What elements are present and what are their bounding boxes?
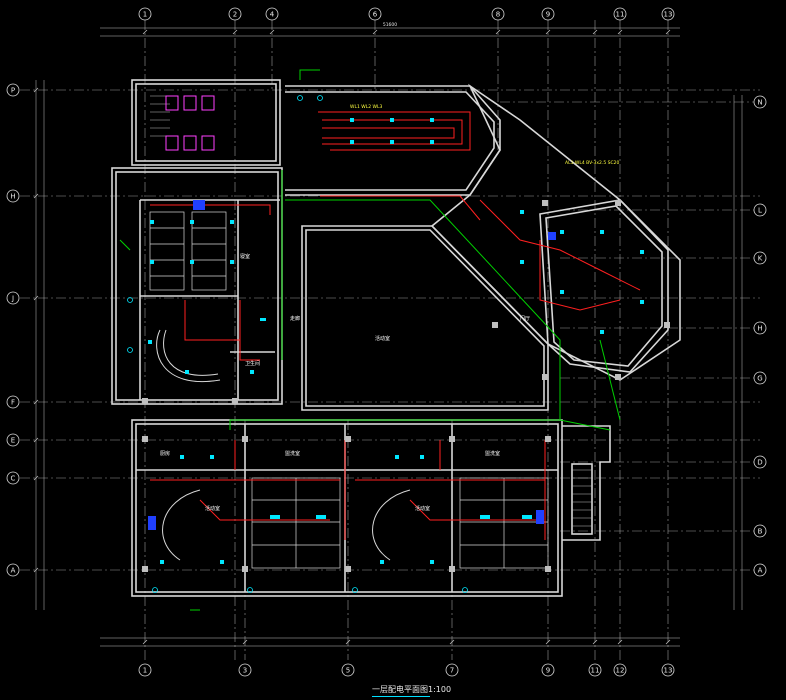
axis-label: 4 — [270, 11, 275, 19]
axis-labels-left: P H J F E C A — [10, 87, 15, 575]
room-label: 门厅 — [520, 315, 530, 322]
axis-label: F — [11, 399, 15, 407]
axis-label: 11 — [616, 11, 625, 19]
dimension-text: 51600 — [383, 22, 397, 28]
stair-treads — [150, 95, 592, 527]
axis-label: 7 — [450, 667, 454, 675]
room-label: 活动室 — [415, 505, 430, 512]
axis-label: G — [757, 375, 762, 383]
axis-label: B — [758, 528, 763, 536]
axis-label: P — [11, 87, 15, 95]
axis-bubbles-bottom — [138, 663, 675, 677]
axis-label: H — [10, 193, 15, 201]
room-labels: 活动室 寝室 卫生间 厨房 活动室 活动室 盥洗室 盥洗室 走廊 门厅 — [160, 253, 530, 512]
room-label: 卫生间 — [245, 360, 260, 367]
room-label: 寝室 — [240, 253, 250, 260]
axis-label: 13 — [664, 11, 673, 19]
axis-bubbles-top — [138, 7, 675, 21]
title-underline — [372, 696, 430, 697]
axis-label: K — [758, 255, 763, 263]
axis-labels-right: N L K H G D B A — [757, 99, 762, 575]
axis-label: D — [757, 459, 762, 467]
room-label: 活动室 — [375, 335, 390, 342]
axis-grid — [20, 20, 760, 660]
dimension-label: 51600 — [383, 22, 397, 28]
axis-label: 6 — [373, 11, 378, 19]
axis-label: 13 — [664, 667, 673, 675]
axis-label: 8 — [496, 11, 500, 19]
drawing-scale: 1:100 — [428, 685, 452, 694]
bed-blocks — [149, 211, 549, 569]
axis-label: 1 — [143, 11, 147, 19]
room-label: 活动室 — [205, 505, 220, 512]
axis-labels-bottom: 1 3 5 7 9 11 12 13 — [143, 667, 673, 675]
axis-label: N — [757, 99, 762, 107]
distribution-boxes — [148, 200, 556, 530]
axis-bubbles-left — [6, 83, 20, 577]
room-label: 盥洗室 — [285, 450, 300, 457]
axis-label: A — [11, 567, 16, 575]
axis-label: 11 — [591, 667, 600, 675]
axis-label: H — [757, 325, 762, 333]
toilet-fixtures — [165, 95, 215, 151]
power-circuits — [150, 111, 641, 540]
annotation-text: AL1-WL4 BV-3x2.5 SC20 — [565, 160, 620, 166]
room-label: 盥洗室 — [485, 450, 500, 457]
axis-label: 1 — [143, 667, 147, 675]
axis-label: 12 — [616, 667, 625, 675]
annotations: AL1-WL4 BV-3x2.5 SC20 WL1 WL2 WL3 — [350, 104, 620, 166]
axis-label: L — [758, 207, 762, 215]
columns — [142, 200, 670, 572]
dimension-ticks — [33, 29, 671, 645]
room-label: 厨房 — [160, 450, 170, 457]
axis-label: C — [11, 475, 16, 483]
axis-label: 3 — [243, 667, 247, 675]
axis-labels-top: 1 2 4 6 8 9 11 13 — [143, 11, 673, 19]
lighting-fixtures — [148, 118, 644, 564]
axis-label: 2 — [233, 11, 237, 19]
axis-bubbles-right — [753, 95, 767, 577]
axis-label: 9 — [546, 11, 550, 19]
curved-walls — [156, 329, 411, 561]
wall-sockets — [127, 95, 468, 593]
lighting-circuits — [119, 69, 621, 611]
axis-label: E — [11, 437, 15, 445]
drawing-title-text: 一层配电平面图 — [372, 685, 428, 694]
axis-label: 9 — [546, 667, 550, 675]
axis-label: 5 — [346, 667, 350, 675]
drawing-title-block: 一层配电平面图1:100 — [300, 684, 500, 698]
room-label: 走廊 — [290, 315, 300, 322]
dimension-lines — [35, 27, 743, 647]
axis-label: J — [11, 295, 14, 303]
annotation-text: WL1 WL2 WL3 — [350, 104, 382, 110]
axis-label: A — [758, 567, 763, 575]
drawing-title: 一层配电平面图1:100 — [372, 684, 451, 695]
